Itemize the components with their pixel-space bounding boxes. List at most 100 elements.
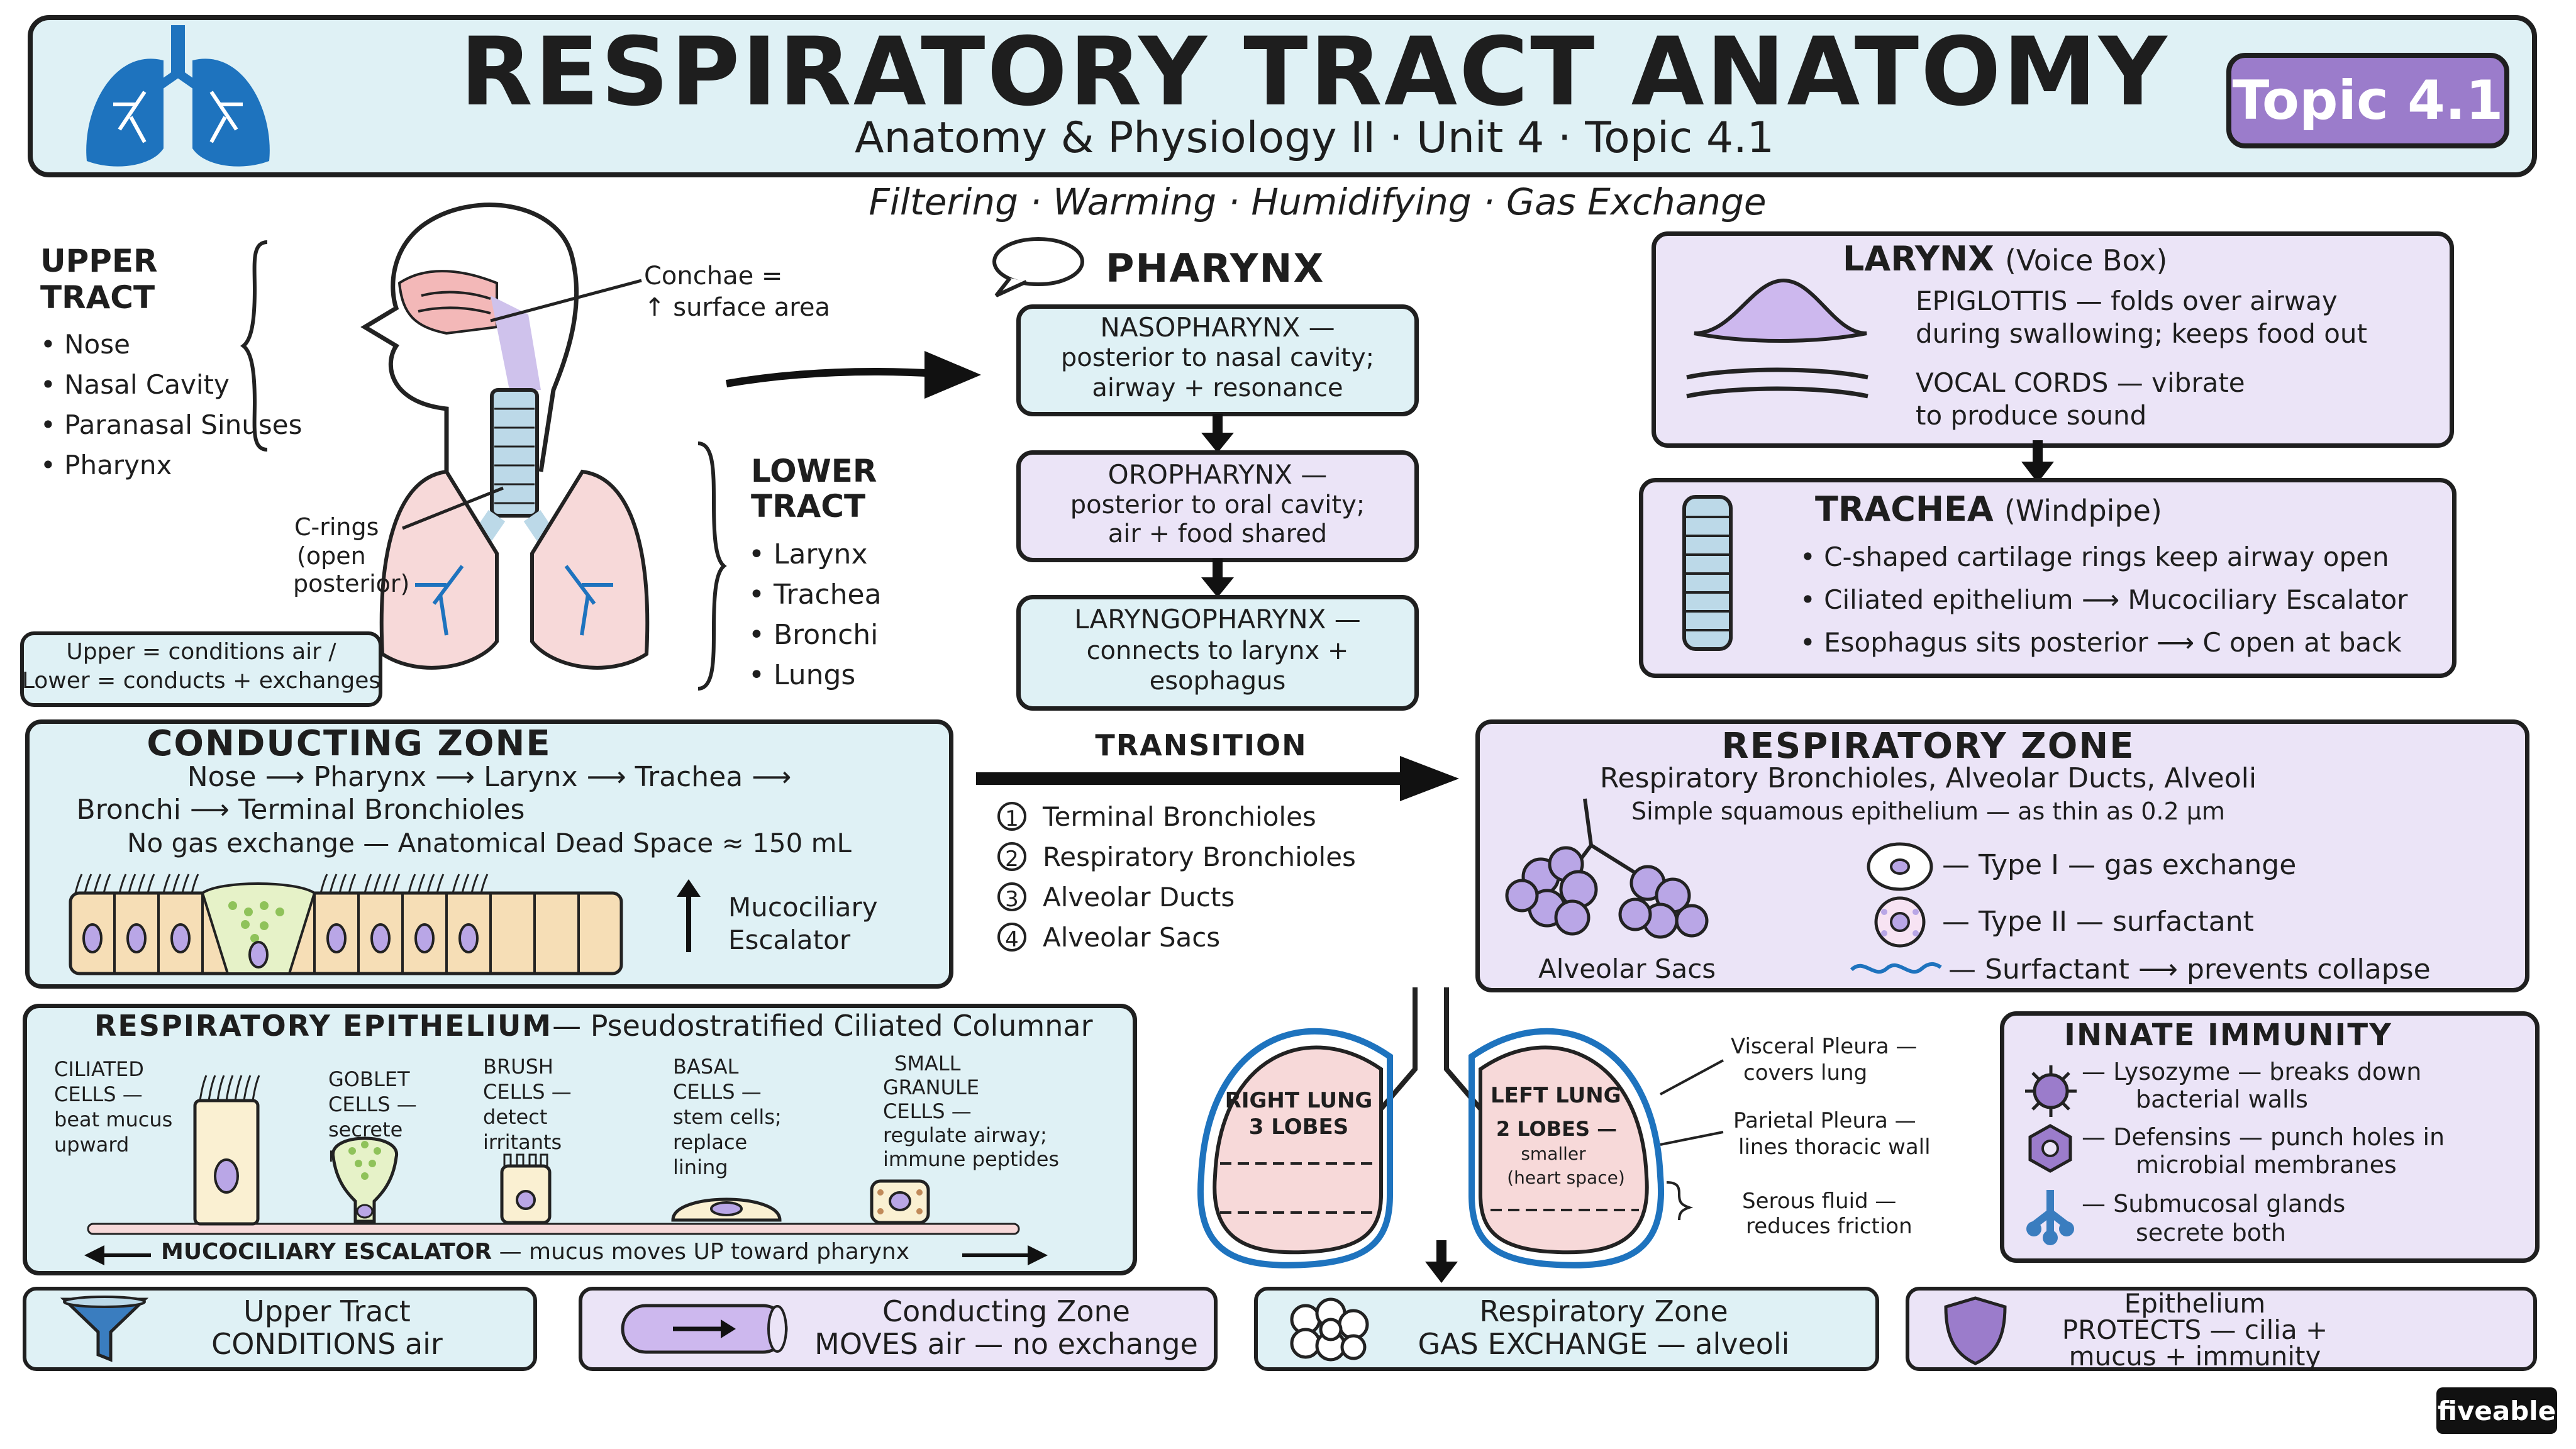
oropharynx-card <box>1016 450 1419 562</box>
caption-line: BASAL <box>673 1055 739 1079</box>
transition-step-3: 3 Alveolar Ducts <box>997 882 1235 913</box>
serous-fluid-label-2: reduces friction <box>1746 1214 1913 1239</box>
vocal-cords-icon <box>1686 367 1868 399</box>
epithelium-title-sub: — Pseudostratified Ciliated Columnar <box>552 1009 1093 1043</box>
upper-lower-note <box>20 631 382 707</box>
step-number-2: 2 <box>997 842 1026 872</box>
type-1-cell-icon <box>1867 842 1933 891</box>
epiglottis-term: EPIGLOTTIS <box>1916 286 2068 316</box>
summary-respiratory-line-1: Respiratory Zone <box>1479 1294 1728 1328</box>
glands-label-2: secrete both <box>2136 1219 2286 1246</box>
surfactant-label: — Surfactant ⟶ prevents collapse <box>1948 953 2431 985</box>
submucosal-gland-icon <box>2026 1190 2074 1245</box>
epiglottis-icon <box>1694 278 1867 343</box>
larynx-title-row: LARYNX (Voice Box) <box>1843 239 2167 279</box>
caption-line: CELLS — <box>328 1092 417 1116</box>
innate-immunity-card <box>2000 1011 2540 1263</box>
down-arrow-icon <box>2021 440 2054 483</box>
laryngopharynx-line-1: connects to larynx + <box>1086 636 1349 665</box>
respiratory-zone-title: RESPIRATORY ZONE <box>1721 726 2135 767</box>
list-item: C-shaped cartilage rings keep airway ope… <box>1800 536 2407 579</box>
down-arrow-icon <box>1201 558 1234 597</box>
oropharynx-line-1: posterior to oral cavity; <box>1070 491 1365 519</box>
caption-line: regulate airway; <box>883 1123 1047 1147</box>
vocal-line-1: VOCAL CORDS — vibrate <box>1916 367 2245 398</box>
shield-icon <box>1944 1296 2007 1365</box>
step-label: Alveolar Ducts <box>1043 882 1235 913</box>
conducting-line-2: Bronchi ⟶ Terminal Bronchioles <box>76 794 525 826</box>
page-title: RESPIRATORY TRACT ANATOMY <box>460 18 2169 127</box>
oropharynx-title: OROPHARYNX — <box>1108 459 1328 490</box>
alveolar-sacs-icon <box>1505 798 1709 939</box>
topic-badge: Topic 4.1 <box>2226 53 2509 148</box>
upper-tract-title-1: UPPER <box>40 243 158 279</box>
crings-pointer <box>402 486 504 530</box>
step-label: Terminal Bronchioles <box>1043 801 1316 832</box>
larynx-title: LARYNX <box>1843 239 1994 279</box>
caption-line: CELLS — <box>483 1080 572 1104</box>
conchae-pointer <box>490 279 642 323</box>
crings-label-1: C-rings <box>294 513 379 541</box>
summary-upper-line-1: Upper Tract <box>243 1294 411 1328</box>
step-label: Alveolar Sacs <box>1043 922 1221 953</box>
serous-fluid-label-1: Serous fluid — <box>1742 1189 1897 1214</box>
conchae-label-1: Conchae = <box>644 262 783 291</box>
caption-line: stem cells; <box>673 1105 782 1129</box>
visceral-pleura-label-2: covers lung <box>1743 1060 1868 1085</box>
trachea-title: TRACHEA <box>1815 489 1994 529</box>
innate-immunity-title: INNATE IMMUNITY <box>2064 1018 2392 1053</box>
visceral-pleura-label-1: Visceral Pleura — <box>1731 1034 1918 1059</box>
up-arrow-icon <box>677 879 701 952</box>
funnel-icon <box>60 1296 149 1362</box>
list-item: Ciliated epithelium ⟶ Mucociliary Escala… <box>1800 579 2407 621</box>
summary-conducting-line-1: Conducting Zone <box>882 1294 1130 1328</box>
transition-arrow-icon <box>976 756 1459 801</box>
vocal-line-2: to produce sound <box>1916 400 2147 431</box>
caption-line: immune peptides <box>883 1147 1060 1171</box>
upper-lower-note-2: Lower = conducts + exchanges <box>21 668 381 694</box>
down-arrow-icon <box>1201 414 1234 453</box>
upper-brace-icon <box>240 240 268 452</box>
right-lung-label-1: RIGHT LUNG <box>1224 1088 1373 1113</box>
header-banner <box>28 15 2537 177</box>
caption-line: upward <box>54 1133 130 1157</box>
epithelium-title: RESPIRATORY EPITHELIUM <box>94 1009 553 1043</box>
step-number-3: 3 <box>997 882 1026 912</box>
summary-respiratory-line-2: GAS EXCHANGE — alveoli <box>1418 1327 1790 1361</box>
basal-cells-caption: BASAL CELLS — stem cells; replace lining <box>673 1054 782 1180</box>
ciliated-cells-strip-icon <box>69 874 623 975</box>
escalator-caption: MUCOCILIARY ESCALATOR — mucus moves UP t… <box>161 1239 909 1265</box>
nasopharynx-line-1: posterior to nasal cavity; <box>1060 343 1375 372</box>
caption-line: CELLS — <box>54 1082 143 1106</box>
down-arrow-icon <box>1425 1240 1458 1283</box>
left-lung-label-3: smaller <box>1521 1143 1586 1164</box>
trachea-title-sub: (Windpipe) <box>2004 494 2162 528</box>
surfactant-wave-icon <box>1850 962 1942 974</box>
head-airway-diagram <box>360 203 650 670</box>
caption-line: replace <box>673 1130 748 1154</box>
alveolar-sacs-label: Alveolar Sacs <box>1538 953 1716 984</box>
respiratory-line-1: Respiratory Bronchioles, Alveolar Ducts,… <box>1599 762 2257 794</box>
caption-line: BRUSH <box>483 1055 553 1079</box>
laryngopharynx-line-2: esophagus <box>1149 667 1286 696</box>
list-item: Pharynx <box>40 445 302 486</box>
pleura-pointers <box>1660 1059 1724 1221</box>
escalator-label-2: Escalator <box>728 924 851 955</box>
lungs-logo-icon <box>86 25 270 167</box>
ciliated-cells-caption: CILIATED CELLS — beat mucus upward <box>54 1057 172 1157</box>
conchae-label-2: ↑ surface area <box>644 293 830 322</box>
left-lung-label-2: 2 LOBES — <box>1496 1117 1618 1141</box>
page-subtitle: Anatomy & Physiology II · Unit 4 · Topic… <box>855 113 1774 163</box>
tagline: Filtering · Warming · Humidifying · Gas … <box>869 180 1767 223</box>
trachea-title-row: TRACHEA (Windpipe) <box>1815 489 2162 529</box>
epiglottis-line-2: during swallowing; keeps food out <box>1916 318 2368 349</box>
caption-line: GOBLET <box>328 1067 410 1091</box>
parietal-pleura-label-2: lines thoracic wall <box>1738 1135 1931 1160</box>
glands-label-1: — Submucosal glands <box>2082 1190 2346 1218</box>
trachea-icon <box>1682 495 1733 651</box>
epiglottis-line-1: EPIGLOTTIS — folds over airway <box>1916 286 2338 316</box>
left-lung-label-1: LEFT LUNG <box>1491 1083 1621 1108</box>
list-item: Trachea <box>748 575 882 615</box>
